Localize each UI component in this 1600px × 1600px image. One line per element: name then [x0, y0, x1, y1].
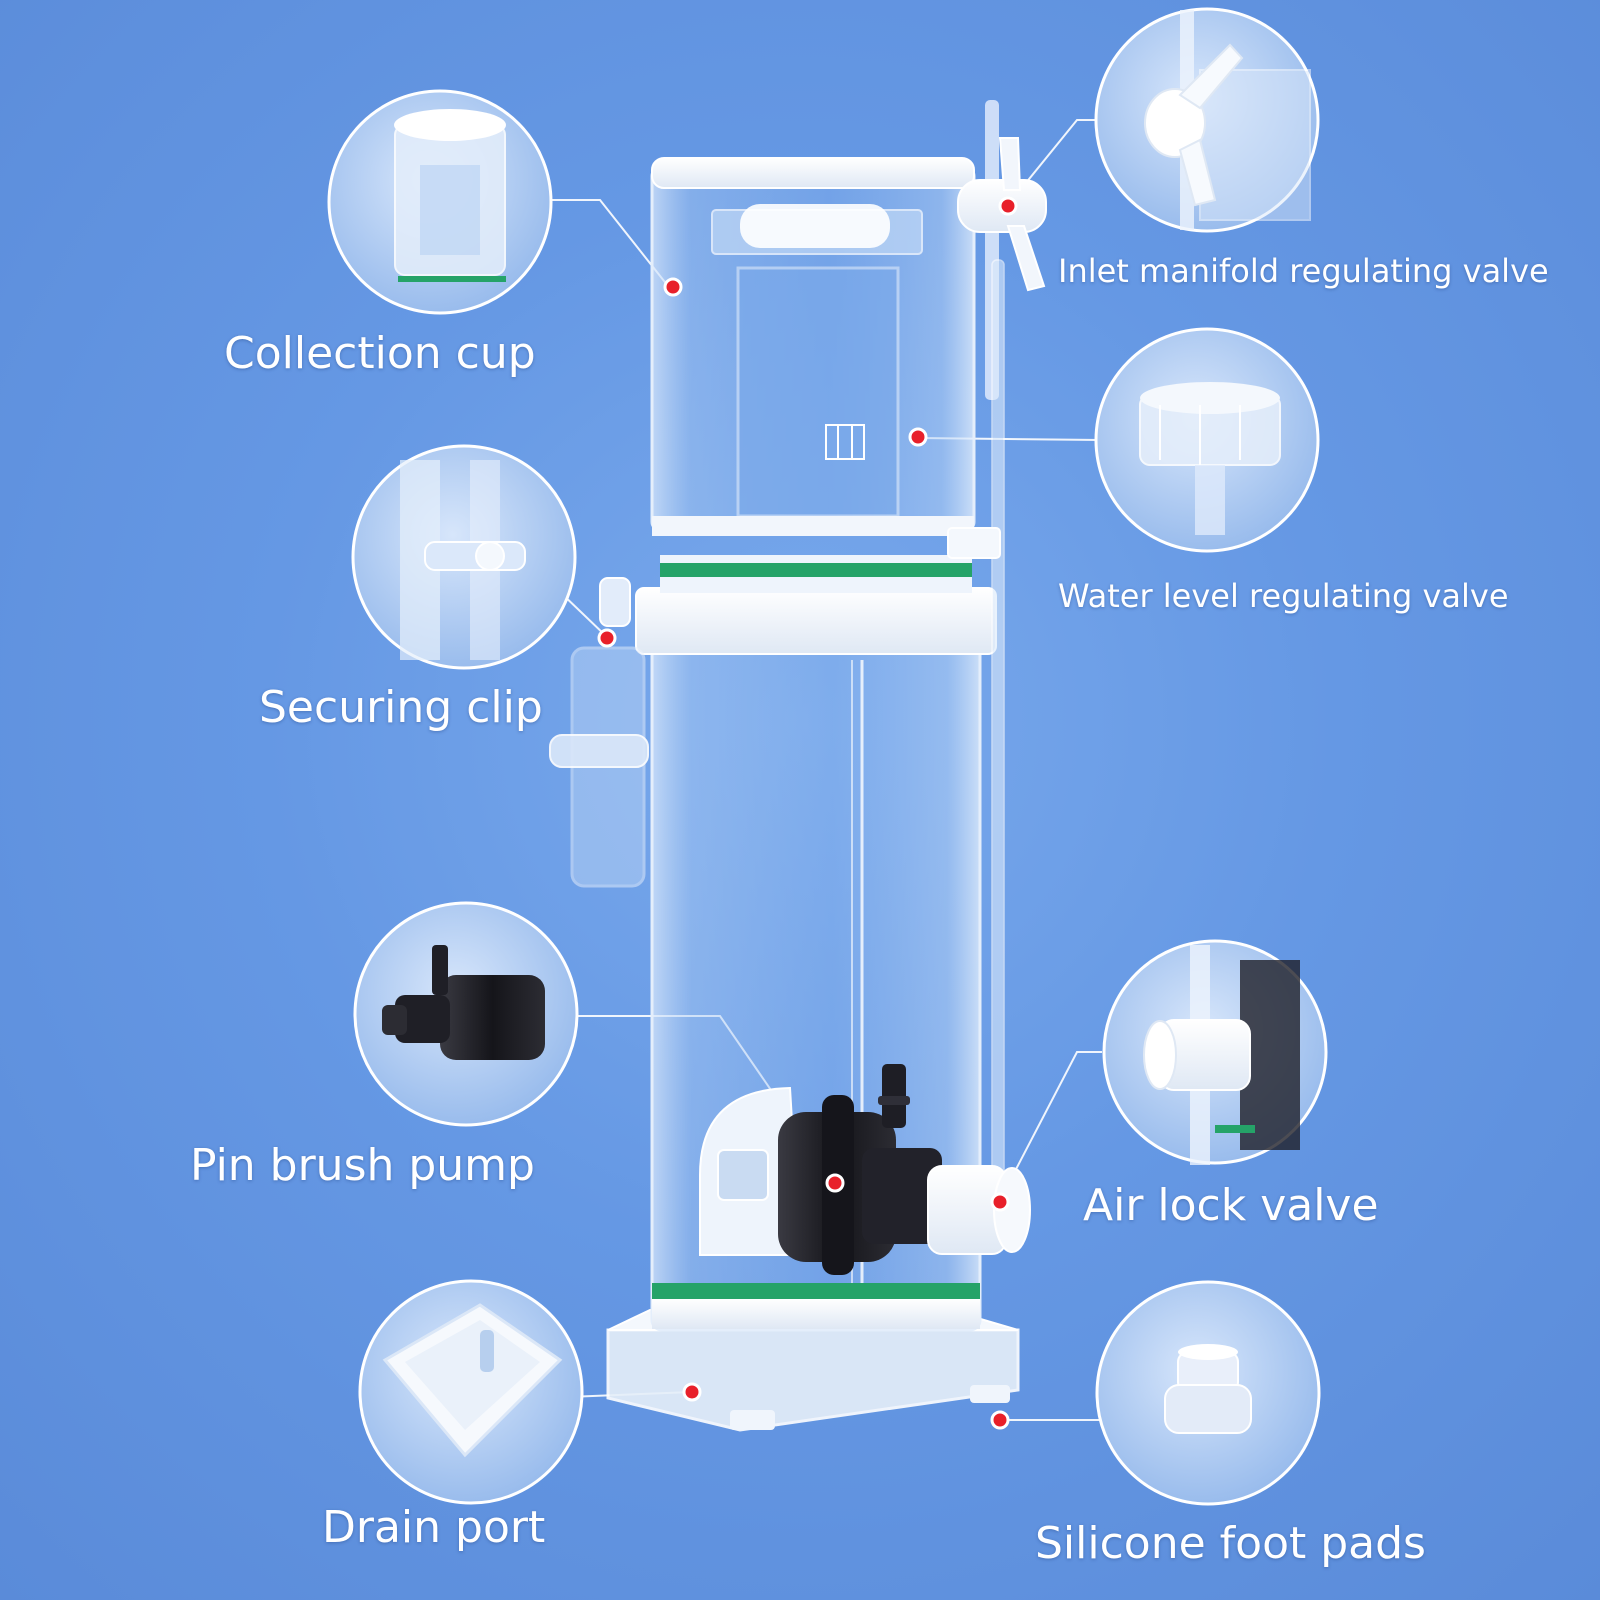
label-silicone-foot-pads: Silicone foot pads	[1035, 1518, 1426, 1569]
label-securing-clip: Securing clip	[259, 682, 543, 733]
detail-pin-brush-pump	[353, 901, 579, 1127]
detail-water-level-valve	[1094, 327, 1320, 553]
detail-inlet-valve	[1094, 7, 1320, 233]
detail-collection-cup	[327, 89, 553, 315]
callout-markers	[597, 196, 1018, 1430]
label-air-lock-valve: Air lock valve	[1083, 1180, 1379, 1231]
detail-drain-port	[358, 1279, 584, 1505]
detail-silicone-foot-pads	[1095, 1280, 1321, 1506]
label-water-level-regulating-valve: Water level regulating valve	[1058, 577, 1509, 615]
protein-skimmer	[549, 100, 1047, 1432]
label-pin-brush-pump: Pin brush pump	[190, 1140, 535, 1191]
detail-securing-clip	[351, 444, 577, 670]
detail-air-lock-valve	[1102, 939, 1328, 1165]
label-inlet-manifold-regulating-valve: Inlet manifold regulating valve	[1058, 252, 1549, 290]
label-drain-port: Drain port	[322, 1502, 546, 1553]
label-collection-cup: Collection cup	[224, 328, 536, 379]
